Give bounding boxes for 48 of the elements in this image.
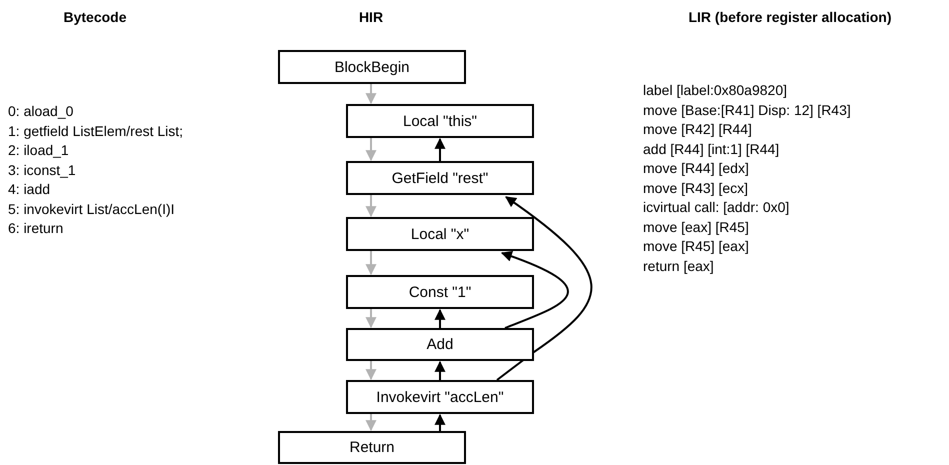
lir-line: move [R43] [ecx] (643, 180, 748, 196)
instruction-label: Const "1" (408, 284, 472, 300)
arrow (434, 360, 446, 380)
column-heading: LIR (before register allocation) (688, 9, 892, 25)
lir-line: add [R44] [int:1] [R44] (643, 140, 780, 156)
instruction-box (346, 161, 534, 195)
lir-line: icvirtual call: [addr: 0x0] (643, 199, 790, 215)
instruction-label: Local "this" (402, 112, 478, 130)
lir-line: move [R44] [edx] (643, 160, 749, 176)
lir-line: label [label:0x80a9820] (643, 82, 788, 98)
instruction-box (278, 50, 466, 84)
instruction-label: GetField "rest" (392, 170, 488, 186)
column-heading: HIR (358, 9, 384, 25)
bytecode-line: 5: invokevirt List/accLen(I)I (8, 200, 175, 216)
instruction-box (346, 328, 534, 361)
bytecode-line: 0: aload_0 (8, 103, 74, 119)
bytecode-line: 1: getfield ListElem/rest List; (8, 122, 184, 138)
bytecode-line: 2: iload_1 (8, 142, 69, 158)
arrow (434, 414, 446, 431)
lir-line: move [R45] [eax] (643, 238, 749, 254)
arrow (366, 84, 376, 104)
instruction-box (346, 104, 534, 138)
instruction-label: Local "x" (410, 226, 470, 242)
arrow (366, 414, 376, 432)
instruction-label: BlockBegin (334, 58, 410, 76)
arrow (366, 361, 376, 380)
instruction-label: Add (426, 336, 454, 353)
arrow (366, 309, 376, 328)
arrow (434, 308, 446, 328)
arrow (366, 138, 376, 162)
arrow (366, 251, 376, 276)
lir-line: move [Base:[R41] Disp: 12] [R43] (643, 102, 851, 118)
instruction-box (346, 380, 534, 414)
instruction-box (346, 275, 534, 309)
instruction-box (278, 431, 466, 464)
lir-line: move [R42] [R44] (643, 121, 752, 137)
instruction-box (346, 217, 534, 251)
instruction-label: Invokevirt "accLen" (376, 388, 504, 406)
bytecode-line: 6: ireturn (8, 220, 64, 236)
bytecode-line: 4: iadd (8, 181, 50, 197)
arrow (366, 195, 376, 218)
arrow (496, 196, 592, 381)
lir-line: return [eax] (643, 258, 714, 274)
arrow (434, 138, 446, 161)
lir-line: move [eax] [R45] (643, 218, 749, 234)
instruction-label: Return (349, 439, 395, 456)
column-heading: Bytecode (63, 9, 127, 25)
bytecode-line: 3: iconst_1 (8, 162, 76, 178)
